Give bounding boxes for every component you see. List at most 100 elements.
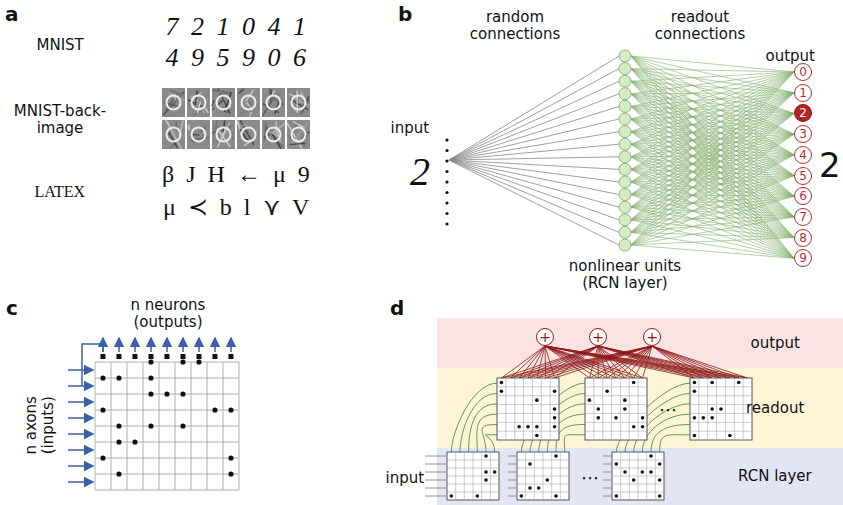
grid-line: [725, 378, 726, 440]
synapse-dot: [649, 454, 653, 458]
faint-digit-stroke: [267, 96, 281, 110]
readout-to-sum-wire: [510, 346, 652, 378]
synapse-dot: [148, 391, 153, 396]
readout-connection: [631, 134, 794, 245]
input-wire: [603, 480, 611, 481]
rcn-unit: [619, 201, 631, 213]
synapse-dot: [710, 381, 714, 385]
rcn-unit: [619, 63, 631, 75]
random-connection: [449, 160, 619, 169]
texture-stroke: [299, 99, 301, 103]
layer-band: output+++: [437, 318, 843, 368]
texture-stroke: [204, 107, 208, 113]
readout-band-fill: [437, 368, 843, 448]
readout-connection: [631, 119, 794, 238]
neuron-soma: [101, 354, 106, 359]
synapse-dot: [180, 423, 185, 428]
noisy-thumbnail: [237, 88, 260, 117]
grid-line: [95, 490, 239, 491]
readout-connection: [631, 113, 794, 245]
rcn-to-readout-wire: [642, 414, 690, 452]
synapse-dot: [710, 416, 714, 420]
grid-line: [707, 378, 708, 440]
digit-samples: 7 2 1 0 4 1: [166, 12, 307, 42]
synapse-dot: [116, 375, 121, 380]
rcn-band-fill: [437, 448, 843, 505]
synapse-dot: [228, 471, 233, 476]
rcn-to-readout-wire: [660, 435, 690, 452]
readout-connection: [631, 69, 794, 72]
readout-connection: [631, 81, 794, 258]
readout-connection: [631, 72, 794, 220]
active-output-unit: 2: [794, 104, 812, 122]
noisy-thumbnail: [212, 88, 235, 117]
ellipsis: ⋯: [581, 468, 599, 489]
neuron-soma: [229, 354, 234, 359]
grid-line: [541, 378, 542, 440]
predicted-digit: 2: [819, 146, 841, 185]
input-wire: [508, 472, 516, 473]
synapse-dot: [526, 425, 530, 429]
neuron-soma: [117, 354, 122, 359]
synapse-dot: [693, 381, 697, 385]
synapse-dot: [132, 439, 137, 444]
noisy-thumbnail: [262, 88, 285, 117]
output-unit: 8: [794, 229, 812, 247]
synapse-dot: [450, 494, 454, 498]
crossbar-grid: [612, 452, 664, 500]
output-unit: 5: [794, 167, 812, 185]
grid-line: [585, 431, 647, 432]
readout-connection: [631, 93, 794, 94]
random-connection: [449, 81, 619, 160]
readout-connection: [631, 134, 794, 207]
synapse-dot: [623, 407, 627, 411]
grid-line: [517, 484, 569, 485]
input-wire: [508, 464, 516, 465]
grid-line: [517, 460, 569, 461]
output-label: output: [766, 48, 815, 65]
output-unit: 4: [794, 146, 812, 164]
input-pixel-dot: [445, 222, 448, 225]
grid-line: [602, 378, 603, 440]
sum-node: +: [589, 328, 607, 346]
readout-connection: [631, 106, 794, 175]
faint-digit-stroke: [242, 96, 256, 110]
readout-connection: [631, 238, 794, 245]
synapse-dot: [535, 434, 539, 438]
rcn-unit: [619, 88, 631, 100]
synapse-dot: [116, 471, 121, 476]
input-pixel-dot: [445, 212, 448, 215]
neuron-soma: [165, 354, 170, 359]
band-label: RCN layer: [738, 468, 812, 485]
readout-connection: [631, 106, 794, 258]
synapse-dot: [658, 478, 662, 482]
rcn-unit: [619, 163, 631, 175]
dataset-name: MNIST: [37, 37, 84, 54]
input-wire: [425, 464, 446, 465]
rcn-to-readout-wire: [482, 425, 497, 453]
unit-label: 0: [799, 66, 807, 78]
synapse-dot: [500, 381, 504, 385]
readout-connection: [631, 155, 794, 195]
grid-line: [447, 484, 499, 485]
faint-digit-stroke: [167, 128, 181, 142]
synapse-dot: [228, 455, 233, 460]
faint-digit-stroke: [192, 96, 206, 110]
readout-connection: [631, 93, 794, 208]
neuron-soma: [181, 354, 186, 359]
layer-caption: random connections: [460, 9, 570, 44]
grid-line: [585, 422, 647, 423]
synapse-dot: [528, 462, 532, 466]
synapse-dot: [196, 359, 201, 364]
random-connection: [449, 160, 619, 207]
grid-line: [514, 378, 515, 440]
rcn-unit: [619, 100, 631, 112]
input-pixel-dot: [445, 170, 448, 173]
random-connection: [449, 160, 619, 245]
random-connection: [449, 144, 619, 160]
texture-stroke: [188, 124, 190, 130]
input-pixel-dot: [445, 180, 448, 183]
readout-connection: [631, 93, 794, 245]
unit-label: +: [592, 330, 604, 344]
grid-line: [497, 413, 559, 414]
